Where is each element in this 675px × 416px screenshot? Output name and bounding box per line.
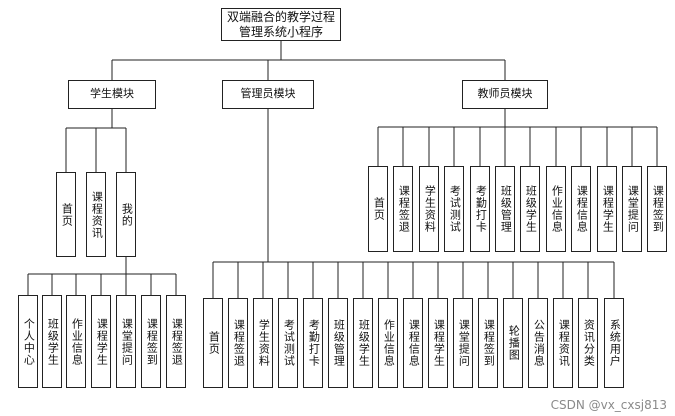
teacher-item-5: 班级管理 (495, 166, 515, 252)
teacher-item-0: 首页 (368, 166, 388, 252)
admin-item-6: 班级学生 (353, 298, 373, 388)
teacher-item-10: 课堂提问 (622, 166, 642, 252)
admin-item-2: 学生资料 (253, 298, 273, 388)
admin-item-12: 轮播图 (503, 298, 523, 388)
watermark: CSDN @vx_cxsj813 (550, 398, 667, 412)
teacher-item-2: 学生资料 (419, 166, 439, 252)
admin-item-11: 课程签到 (478, 298, 498, 388)
student-item-course-news: 课程资讯 (86, 172, 106, 257)
admin-item-10: 课堂提问 (453, 298, 473, 388)
teacher-item-9: 课程学生 (597, 166, 617, 252)
teacher-item-11: 课程签到 (647, 166, 667, 252)
mine-item-profile: 个人中心 (18, 295, 38, 388)
mine-item-course-checkin: 课程签到 (141, 295, 161, 388)
admin-item-14: 课程资讯 (553, 298, 573, 388)
teacher-item-4: 考勤打卡 (470, 166, 490, 252)
admin-item-15: 资讯分类 (578, 298, 598, 388)
mine-item-course-students: 课程学生 (91, 295, 111, 388)
student-module-node: 学生模块 (68, 80, 156, 109)
admin-item-0: 首页 (203, 298, 223, 388)
admin-item-1: 课程签退 (228, 298, 248, 388)
admin-item-16: 系统用户 (604, 298, 624, 388)
admin-item-4: 考勤打卡 (303, 298, 323, 388)
admin-item-5: 班级管理 (328, 298, 348, 388)
root-node: 双端融合的教学过程 管理系统小程序 (221, 8, 341, 41)
student-item-mine: 我的 (116, 172, 136, 257)
admin-module-node: 管理员模块 (222, 80, 314, 109)
mine-item-course-checkout: 课程签退 (166, 295, 186, 388)
admin-item-13: 公告消息 (528, 298, 548, 388)
admin-item-9: 课程学生 (428, 298, 448, 388)
admin-item-8: 课程信息 (403, 298, 423, 388)
teacher-item-3: 考试测试 (444, 166, 464, 252)
admin-item-7: 作业信息 (378, 298, 398, 388)
student-item-home: 首页 (56, 172, 76, 257)
mine-item-class-students: 班级学生 (42, 295, 62, 388)
admin-item-3: 考试测试 (278, 298, 298, 388)
teacher-item-1: 课程签退 (393, 166, 413, 252)
teacher-item-7: 作业信息 (546, 166, 566, 252)
teacher-module-node: 教师员模块 (462, 80, 548, 109)
mine-item-homework: 作业信息 (66, 295, 86, 388)
mine-item-class-questions: 课堂提问 (116, 295, 136, 388)
teacher-item-8: 课程信息 (571, 166, 591, 252)
teacher-item-6: 班级学生 (520, 166, 540, 252)
